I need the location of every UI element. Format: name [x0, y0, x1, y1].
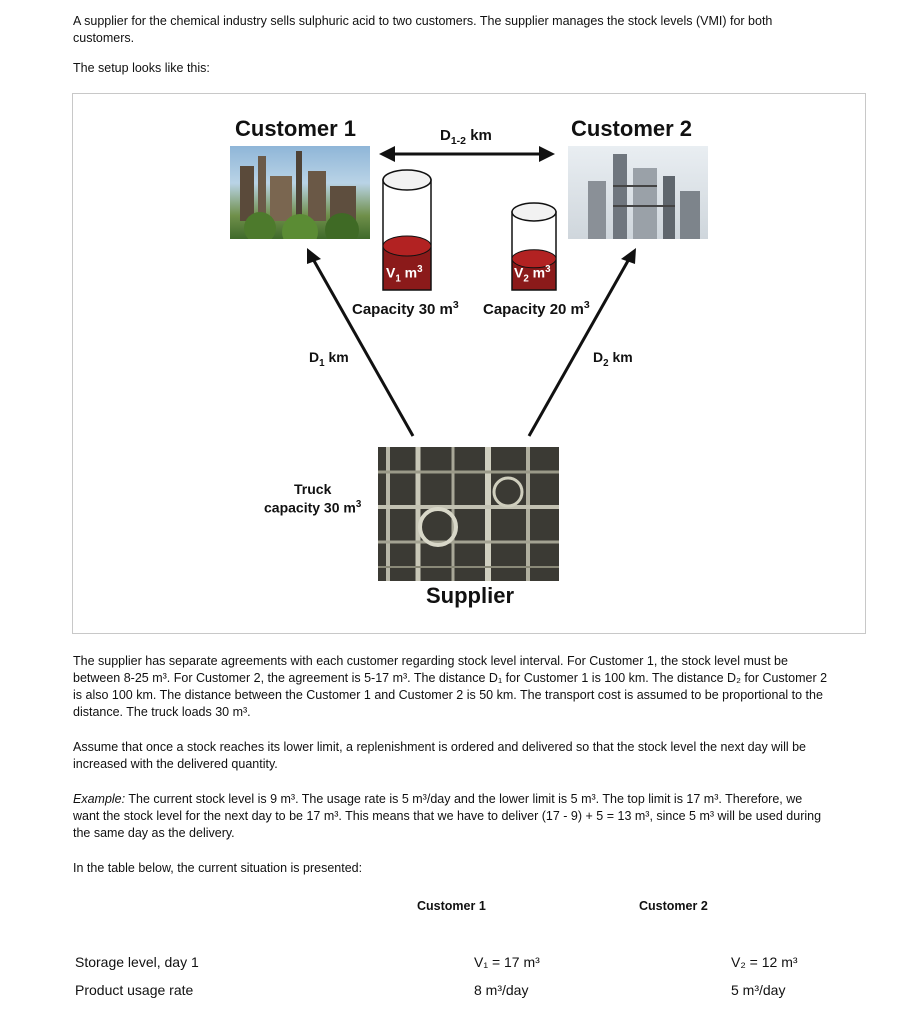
table-header-customer2: Customer 2	[639, 899, 708, 913]
customer2-photo	[568, 146, 708, 239]
cell-customer1: 8 m³/day	[474, 982, 528, 998]
agreements-line: The supplier has separate agreements wit…	[73, 653, 863, 670]
customer1-title: Customer 1	[235, 116, 356, 142]
row-label: Product usage rate	[75, 982, 193, 998]
table-header-customer1: Customer 1	[417, 899, 486, 913]
intro-line-1: A supplier for the chemical industry sel…	[73, 13, 863, 30]
replenishment-line: increased with the delivered quantity.	[73, 756, 863, 773]
row-label: Storage level, day 1	[75, 954, 199, 970]
agreements-line: distance. The truck loads 30 m³.	[73, 704, 863, 721]
cell-customer1: V₁ = 17 m³	[474, 954, 540, 970]
tank2-capacity: Capacity 20 m3	[483, 299, 590, 318]
distance-d12-label: D1-2 km	[440, 127, 492, 147]
tank1-volume-label: V1 m3	[386, 264, 423, 284]
cell-customer2: V₂ = 12 m³	[731, 954, 798, 970]
arrow-head-right	[539, 146, 555, 162]
arrow-head-left	[379, 146, 395, 162]
supplier-title: Supplier	[426, 583, 514, 609]
distance-d1-label: D1 km	[309, 349, 349, 369]
refinery-icon	[230, 146, 370, 239]
customer2-title: Customer 2	[571, 116, 692, 142]
truck-label: Truck	[294, 481, 331, 497]
setup-text: The setup looks like this:	[73, 60, 863, 77]
intro-line-2: customers.	[73, 30, 863, 47]
setup-figure: Customer 1 Customer 2 D1-2 km	[72, 93, 866, 634]
example-line: Example: The current stock level is 9 m³…	[73, 791, 863, 808]
tank1-surface	[383, 236, 431, 256]
replenishment-line: Assume that once a stock reaches its low…	[73, 739, 863, 756]
customer1-photo	[230, 146, 370, 239]
plant-icon	[568, 146, 708, 239]
agreements-line: is also 100 km. The distance between the…	[73, 687, 863, 704]
arrow-head-c2	[621, 248, 636, 264]
truck-capacity-label: capacity 30 m3	[264, 499, 361, 516]
factory-icon	[378, 447, 559, 581]
supplier-photo	[378, 447, 559, 581]
distance-d2-label: D2 km	[593, 349, 633, 369]
example-line: want the stock level for the next day to…	[73, 808, 863, 825]
tank2-volume-label: V2 m3	[514, 264, 551, 284]
tank1-capacity: Capacity 30 m3	[352, 299, 459, 318]
agreements-line: between 8-25 m³. For Customer 2, the agr…	[73, 670, 863, 687]
example-label: Example:	[73, 792, 125, 806]
table-intro: In the table below, the current situatio…	[73, 860, 863, 877]
example-line: the same day as the delivery.	[73, 825, 863, 842]
cell-customer2: 5 m³/day	[731, 982, 785, 998]
